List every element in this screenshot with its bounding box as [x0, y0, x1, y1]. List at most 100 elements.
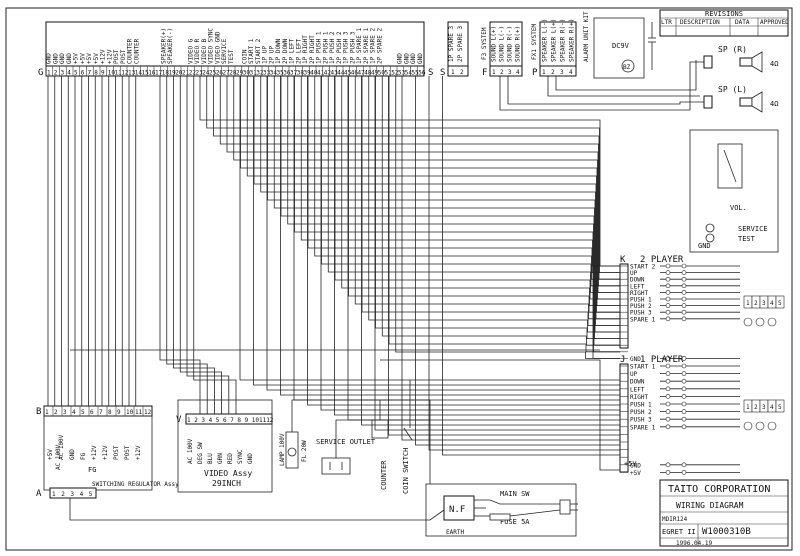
control-label: UP [630, 270, 638, 277]
switch-contact-icon [665, 263, 671, 269]
pin-label: SPEAKER L(-) [541, 19, 548, 62]
wire-bundle [47, 60, 704, 521]
power-pin-number: 11 [135, 409, 143, 416]
top-pin-label: COUNTER [127, 38, 134, 64]
wire [307, 76, 620, 406]
wire [246, 76, 620, 313]
coin-label: COIN SWITCH [402, 448, 410, 494]
switch-contact-icon [665, 416, 671, 422]
control-label: SPARE 1 [630, 316, 656, 323]
wire [233, 76, 620, 300]
coin-lamp-icon [743, 317, 753, 327]
switch-contact-icon [665, 356, 671, 361]
power-pin-label: POST [113, 445, 120, 460]
control-label: PUSH 1 [630, 402, 652, 409]
player2-title: 2 PLAYER [640, 255, 684, 265]
video-pin-number: 8 [237, 417, 241, 424]
top-pin-number: 9 [101, 70, 105, 77]
switch-contact-icon [665, 270, 671, 275]
top-pin-label: GND [66, 53, 73, 64]
rev-col-ltr: LTR [661, 19, 672, 26]
alarm-unit: ALARM UNIT KIT DC9V BZ [583, 11, 656, 79]
power-pin-number: 4 [72, 409, 76, 416]
mains-section: N.F MAIN SW FUSE 5A EARTH [425, 483, 578, 537]
video-pin-number: 1 [187, 417, 191, 424]
top-pin-number: 54 [405, 70, 413, 77]
video-connector-letter: V [176, 415, 182, 425]
switch-contact-icon [681, 401, 687, 407]
top-pin-label: 1P DOWN [275, 38, 282, 64]
power-pin-number: 1 [45, 409, 49, 416]
control-label: PUSH 1 [630, 297, 652, 304]
top-pin-number: 23 [196, 70, 204, 77]
top-pin-label: 2P SPARE 2 [376, 27, 383, 64]
pin-number: 3 [508, 69, 512, 76]
wire [442, 76, 620, 456]
power-pin-label: FG [80, 452, 87, 460]
wire [361, 76, 620, 326]
switching-regulator-label: SWITCHING REGULATOR Assy [92, 481, 179, 488]
top-pin-number: 5 [74, 70, 78, 77]
video-pin-label: GRN [217, 453, 224, 464]
switch-contact-icon [681, 462, 687, 468]
power-pin-number: 5 [81, 409, 85, 416]
top-pin-number: 22 [189, 70, 197, 77]
top-pin-number: 17 [155, 70, 163, 77]
top-pin-number: 50 [378, 70, 386, 77]
video-pin-label: DEG SW [197, 442, 204, 464]
main-sw-label: MAIN SW [500, 490, 530, 498]
volume-label: VOL. [730, 204, 747, 212]
drawing-date: 1996.04.19 [676, 540, 713, 547]
speaker-r-label: SP (R) [718, 45, 747, 54]
pin-number: 1 [492, 69, 496, 76]
top-pin-number: 24 [202, 70, 210, 77]
wire [193, 76, 237, 414]
player1-title: 1 PLAYER [640, 355, 684, 365]
control-label: LEFT [630, 386, 645, 393]
top-pin-label: +5V [73, 53, 80, 64]
gnd-label: GND [698, 242, 711, 250]
top-pin-label: 2P UP [268, 46, 275, 64]
power-pin-number: 6 [90, 409, 94, 416]
control-label: PUSH 3 [630, 310, 652, 317]
top-pin-label: SPEAKER(-) [167, 28, 174, 64]
wire [388, 76, 620, 353]
coin-lamp-icon [755, 317, 765, 327]
alarm-unit-label: ALARM UNIT KIT [583, 11, 590, 62]
bottom-pin-number: 2 [61, 491, 65, 498]
switch-contact-icon [681, 303, 687, 308]
video-pin-label: BLU [207, 453, 214, 464]
switch-contact-icon [665, 283, 671, 289]
switch-contact-icon [681, 296, 687, 302]
top-pin-number: 14 [135, 70, 143, 77]
side-pin-number: 2 [754, 404, 758, 411]
pin-label: SPEAKER L(+) [550, 19, 557, 62]
spare-connector: S 1P SPARE 3 2P SPARE 3 1 2 [440, 21, 469, 78]
wire [380, 359, 620, 471]
wire [199, 76, 620, 267]
top-pin-number: 52 [391, 70, 399, 77]
wire [335, 419, 430, 458]
f3-title: F3 SYSTEM [481, 27, 488, 60]
top-pin-label: +12V [106, 49, 113, 64]
wire [375, 76, 620, 340]
switch-contact-icon [665, 401, 671, 407]
top-pin-number: 41 [317, 70, 325, 77]
power-pin-label: +5V [47, 449, 54, 460]
speaker-icon [751, 91, 763, 113]
top-pin-number: 16 [148, 70, 156, 77]
fg-label: FG [88, 466, 96, 474]
wire [547, 76, 700, 97]
control-label: RIGHT [630, 394, 648, 401]
top-pin-number: 34 [270, 70, 278, 77]
fx1-title: FX1 SYSTEM [531, 23, 538, 60]
outlet-label: SERVICE OUTLET [316, 438, 376, 446]
video-pin-number: 5 [216, 417, 220, 424]
revisions-heading: REVISIONS [705, 10, 743, 18]
video-pin-number: 2 [194, 417, 198, 424]
control-label: +5V [630, 470, 641, 477]
